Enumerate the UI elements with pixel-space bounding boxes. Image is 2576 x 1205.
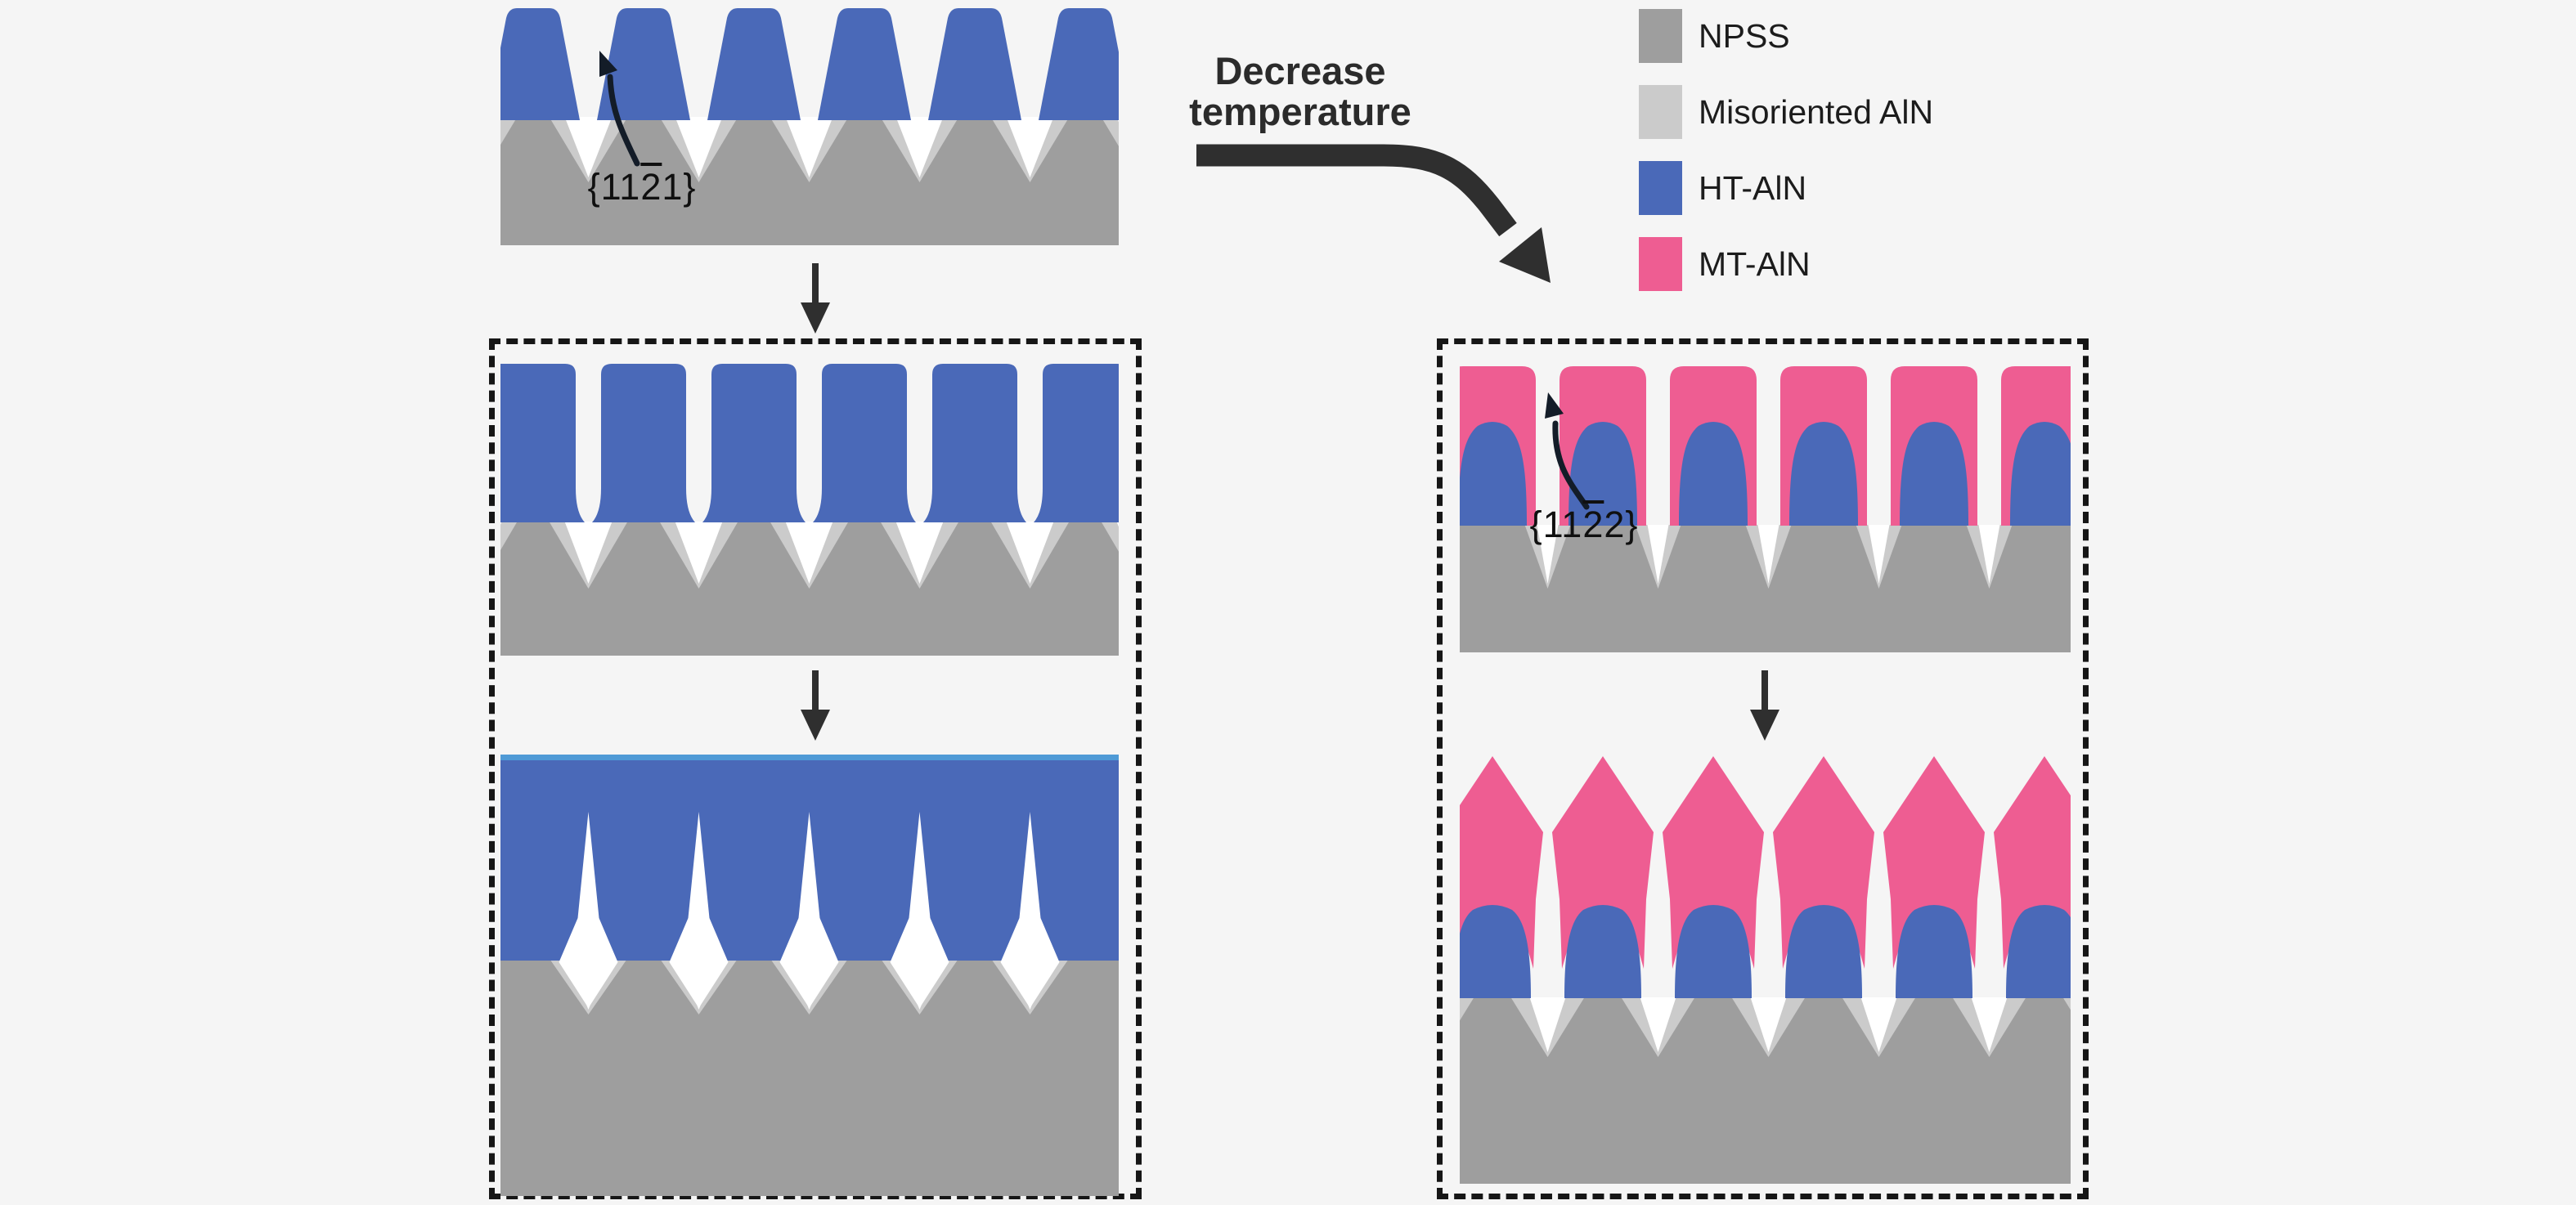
ht-aln-column bbox=[1034, 364, 1119, 522]
needle-void bbox=[1000, 812, 1060, 1008]
panel-ht-aln-coalesced-film bbox=[500, 755, 1119, 1196]
overbar-digit: 2 bbox=[1582, 504, 1604, 545]
groove-void bbox=[1868, 525, 1890, 584]
groove-void bbox=[1757, 525, 1779, 584]
legend-row-npss: NPSS bbox=[1639, 9, 1933, 63]
dashed-box-right-stages bbox=[1437, 338, 2089, 1199]
needle-void bbox=[669, 812, 729, 1008]
groove-void bbox=[1529, 997, 1566, 1052]
ht-aln-dome bbox=[2010, 422, 2071, 526]
ht-aln-column bbox=[813, 364, 916, 522]
mt-aln-spear bbox=[1773, 756, 1874, 969]
legend-row-misoriented-aln: Misoriented AlN bbox=[1639, 85, 1933, 139]
groove-void bbox=[564, 117, 613, 177]
ht-aln-dome bbox=[1675, 905, 1752, 998]
ht-aln-dome bbox=[1568, 422, 1637, 526]
groove-void bbox=[1006, 117, 1054, 177]
legend-swatch bbox=[1639, 237, 1682, 291]
ht-aln-dome bbox=[1900, 422, 1968, 526]
facet-annotation-arrow-shaft bbox=[607, 74, 640, 167]
misoriented-aln-groove bbox=[500, 117, 518, 146]
groove-void bbox=[1006, 522, 1054, 584]
down-arrow-1-shaft bbox=[812, 263, 819, 306]
needle-void bbox=[890, 812, 949, 1008]
decrease-temperature-line1: Decrease bbox=[1214, 49, 1386, 92]
ht-aln-column bbox=[702, 364, 806, 522]
legend-row-mt-aln: MT-AlN bbox=[1639, 237, 1933, 291]
panel-mt-aln-spears bbox=[1460, 756, 2071, 1184]
ht-aln-island bbox=[597, 8, 690, 120]
down-arrow-3-shaft bbox=[1761, 670, 1768, 713]
down-arrow-2-head bbox=[801, 710, 830, 741]
facet-annotation-arrow-head bbox=[599, 51, 617, 77]
groove-void bbox=[1640, 997, 1676, 1052]
down-arrow-2-shaft bbox=[812, 670, 819, 713]
needle-void bbox=[779, 812, 839, 1008]
legend-swatch bbox=[1639, 85, 1682, 139]
ht-aln-island bbox=[1039, 8, 1119, 120]
ht-aln-dome bbox=[1896, 905, 1972, 998]
ht-aln-dome bbox=[1789, 422, 1858, 526]
ht-aln-column bbox=[500, 364, 585, 522]
groove-void bbox=[785, 117, 833, 177]
decrease-temperature-label: Decrease temperature bbox=[1151, 51, 1449, 132]
panel-mt-aln-caps bbox=[1460, 366, 2071, 652]
misoriented-aln-groove bbox=[1101, 117, 1119, 146]
legend-row-ht-aln: HT-AlN bbox=[1639, 161, 1933, 215]
overbar-digit: 2 bbox=[640, 166, 662, 208]
ht-aln-island bbox=[818, 8, 911, 120]
facet-label-1121: {1121} bbox=[587, 166, 697, 208]
groove-void bbox=[895, 117, 944, 177]
groove-void bbox=[564, 522, 613, 584]
ht-aln-column bbox=[923, 364, 1026, 522]
ht-aln-dome bbox=[1564, 905, 1641, 998]
groove-void bbox=[1537, 525, 1559, 584]
decrease-temperature-arrow-shaft bbox=[1196, 144, 1517, 237]
legend-swatch bbox=[1639, 9, 1682, 63]
misoriented-aln-groove bbox=[1101, 522, 1119, 552]
ht-aln-film-top-edge bbox=[500, 755, 1119, 760]
decrease-temperature-line2: temperature bbox=[1189, 89, 1411, 133]
ht-aln-island bbox=[707, 8, 801, 120]
groove-void bbox=[785, 522, 833, 584]
panel-ht-aln-nucleation bbox=[500, 8, 1119, 245]
mt-aln-spear bbox=[1552, 756, 1654, 969]
groove-void bbox=[1750, 997, 1787, 1052]
panel-ht-aln-columns bbox=[500, 364, 1119, 656]
needle-void bbox=[559, 812, 618, 1008]
legend-label: Misoriented AlN bbox=[1699, 92, 1934, 131]
ht-aln-dome bbox=[1679, 422, 1748, 526]
groove-void bbox=[1860, 997, 1897, 1052]
mt-aln-spear bbox=[1663, 756, 1764, 969]
down-arrow-1-head bbox=[801, 302, 830, 334]
facet-label-1122: {1122} bbox=[1529, 504, 1639, 545]
legend-swatch bbox=[1639, 161, 1682, 215]
ht-aln-dome bbox=[1460, 422, 1527, 526]
groove-void bbox=[1971, 997, 2008, 1052]
misoriented-aln-groove bbox=[1460, 997, 1474, 1021]
legend: NPSS Misoriented AlN HT-AlN MT-AlN bbox=[1639, 9, 1933, 291]
misoriented-aln-groove bbox=[500, 522, 518, 551]
ht-aln-dome bbox=[1785, 905, 1862, 998]
down-arrow-3-head bbox=[1750, 710, 1779, 741]
legend-label: NPSS bbox=[1699, 16, 1790, 55]
ht-aln-island bbox=[500, 8, 580, 120]
groove-void bbox=[1647, 525, 1669, 584]
legend-label: MT-AlN bbox=[1699, 244, 1811, 283]
ht-aln-column bbox=[592, 364, 695, 522]
facet-annotation-arrow-head bbox=[1545, 392, 1564, 419]
facet-annotation-arrow-shaft bbox=[1552, 420, 1590, 510]
groove-void bbox=[1978, 525, 2000, 584]
dashed-box-left-stages bbox=[489, 338, 1142, 1199]
ht-aln-island bbox=[928, 8, 1021, 120]
groove-void bbox=[675, 522, 723, 584]
legend-label: HT-AlN bbox=[1699, 168, 1807, 207]
decrease-temperature-arrow-head bbox=[1499, 227, 1551, 283]
groove-void bbox=[675, 117, 723, 177]
ht-aln-dome bbox=[2006, 905, 2071, 998]
mt-aln-spear bbox=[1883, 756, 1985, 969]
groove-void bbox=[895, 522, 944, 584]
ht-aln-dome bbox=[1460, 905, 1531, 998]
